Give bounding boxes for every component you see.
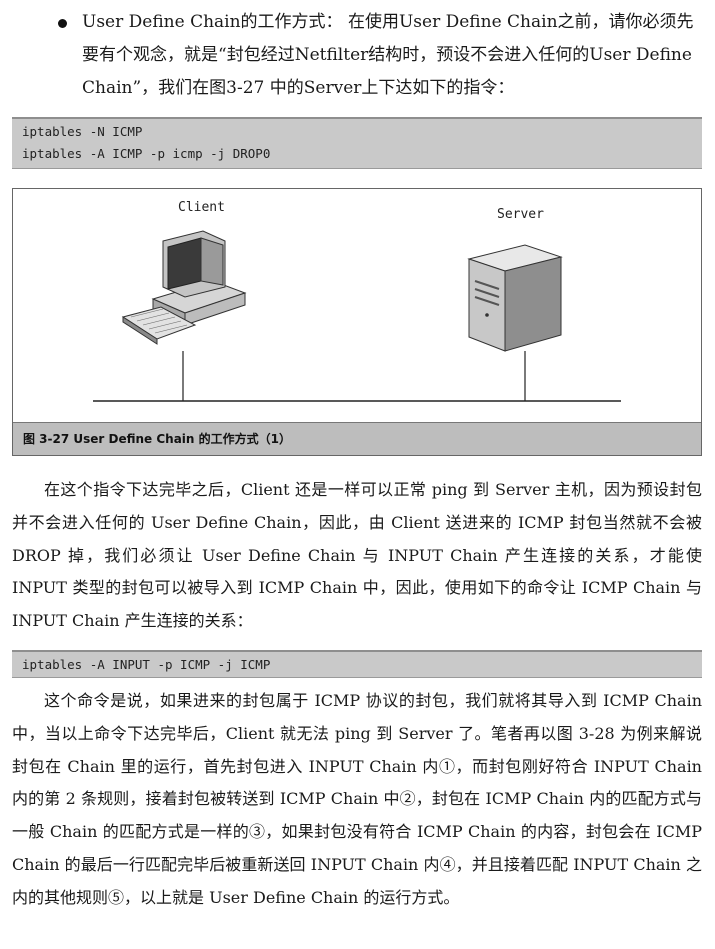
code-line: iptables -A INPUT -p ICMP -j ICMP [22, 657, 271, 672]
client-label: Client [178, 200, 225, 215]
paragraph-1: 在这个指令下达完毕之后，Client 还是一样可以正常 ping 到 Serve… [12, 480, 702, 631]
code-line: iptables -A ICMP -p icmp -j DROP0 [22, 146, 271, 161]
bullet-text: User Define Chain的工作方式： 在使用User Define C… [82, 12, 694, 98]
bullet-paragraph: User Define Chain的工作方式： 在使用User Define C… [58, 6, 700, 105]
server-tower-icon [467, 244, 563, 352]
network-figure: Client Server 图 3-27 User Define Chain 的… [12, 188, 702, 456]
paragraph-2: 这个命令是说，如果进来的封包属于 ICMP 协议的封包，我们就将其导入到 ICM… [12, 691, 702, 907]
client-computer-icon [121, 230, 247, 345]
code-block-2: iptables -A INPUT -p ICMP -j ICMP [12, 650, 702, 678]
figure-caption: 图 3-27 User Define Chain 的工作方式（1） [13, 422, 701, 455]
code-line: iptables -N ICMP [22, 124, 143, 139]
code-block-1: iptables -N ICMP iptables -A ICMP -p icm… [12, 117, 702, 169]
server-label: Server [497, 207, 544, 222]
network-diagram [93, 230, 621, 402]
bullet-dot [58, 19, 67, 28]
